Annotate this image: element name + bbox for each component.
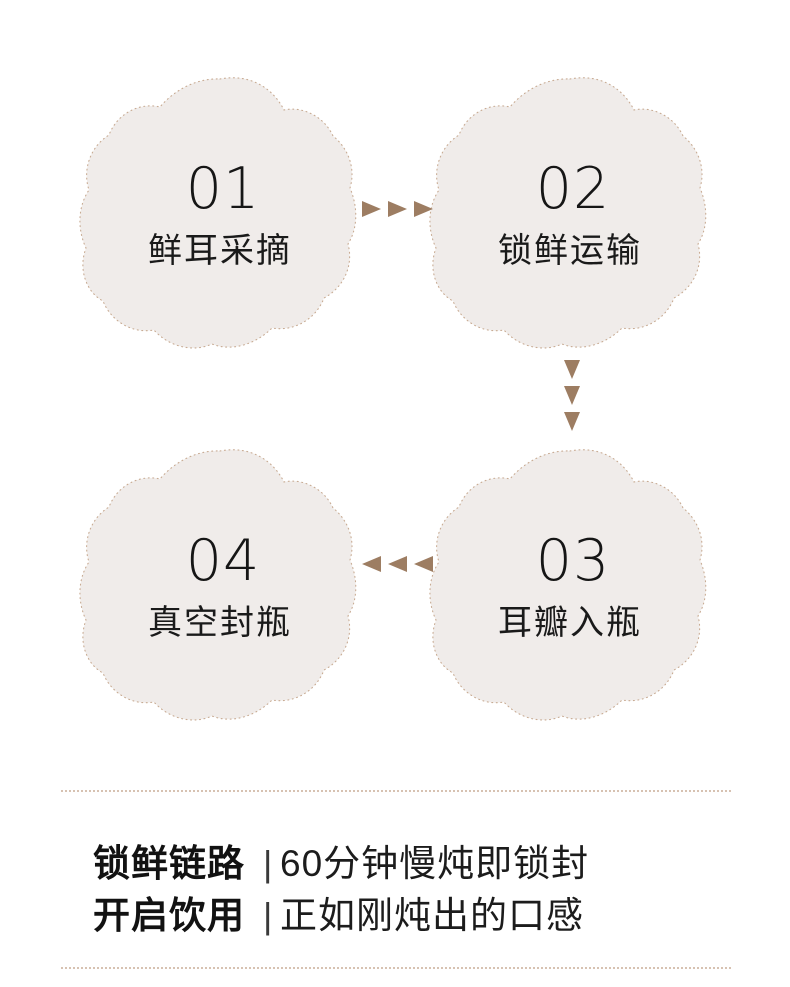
summary-block: 锁鲜链路 | 60分钟慢炖即锁封 开启饮用 | 正如刚炖出的口感	[93, 833, 713, 937]
step-number-01: 01	[185, 155, 261, 222]
step-number-02: 02	[535, 155, 611, 222]
process-step-03-content: 03 耳瓣入瓶	[434, 448, 706, 724]
arrow-right-icon	[414, 201, 433, 217]
step-number-04: 04	[185, 527, 261, 594]
connector-arrows-right	[362, 201, 440, 217]
arrow-down-icon	[564, 386, 580, 405]
process-step-02-content: 02 锁鲜运输	[434, 76, 706, 352]
summary-line-2: 开启饮用 | 正如刚炖出的口感	[93, 885, 713, 937]
process-step-01-content: 01 鲜耳采摘	[84, 76, 356, 352]
summary-value-2: 正如刚炖出的口感	[280, 895, 584, 936]
arrow-left-icon	[414, 556, 433, 572]
process-step-01[interactable]: 01 鲜耳采摘	[79, 76, 357, 352]
arrow-left-icon	[388, 556, 407, 572]
process-step-04-content: 04 真空封瓶	[84, 448, 356, 724]
connector-arrows-down	[564, 360, 580, 438]
arrow-down-icon	[564, 360, 580, 379]
blob-shape-04	[79, 449, 357, 721]
blob-shape-03	[429, 449, 707, 721]
step-label-03: 耳瓣入瓶	[498, 603, 642, 642]
process-step-02[interactable]: 02 锁鲜运输	[429, 76, 707, 352]
step-label-04: 真空封瓶	[148, 603, 292, 642]
process-step-03[interactable]: 03 耳瓣入瓶	[429, 448, 707, 724]
process-step-04[interactable]: 04 真空封瓶	[79, 448, 357, 724]
arrow-right-icon	[362, 201, 381, 217]
connector-arrows-left	[362, 556, 440, 572]
summary-value-1: 60分钟慢炖即锁封	[280, 843, 590, 884]
summary-line-1: 锁鲜链路 | 60分钟慢炖即锁封	[93, 833, 713, 885]
divider-bottom	[60, 967, 731, 969]
step-label-01: 鲜耳采摘	[148, 231, 292, 270]
summary-key-2: 开启饮用	[93, 895, 245, 936]
blob-shape-01	[79, 77, 357, 349]
step-label-02: 锁鲜运输	[498, 231, 642, 270]
divider-top	[60, 790, 731, 792]
summary-key-1: 锁鲜链路	[93, 843, 245, 884]
step-number-03: 03	[535, 527, 611, 594]
blob-shape-02	[429, 77, 707, 349]
arrow-right-icon	[388, 201, 407, 217]
arrow-down-icon	[564, 412, 580, 431]
arrow-left-icon	[362, 556, 381, 572]
